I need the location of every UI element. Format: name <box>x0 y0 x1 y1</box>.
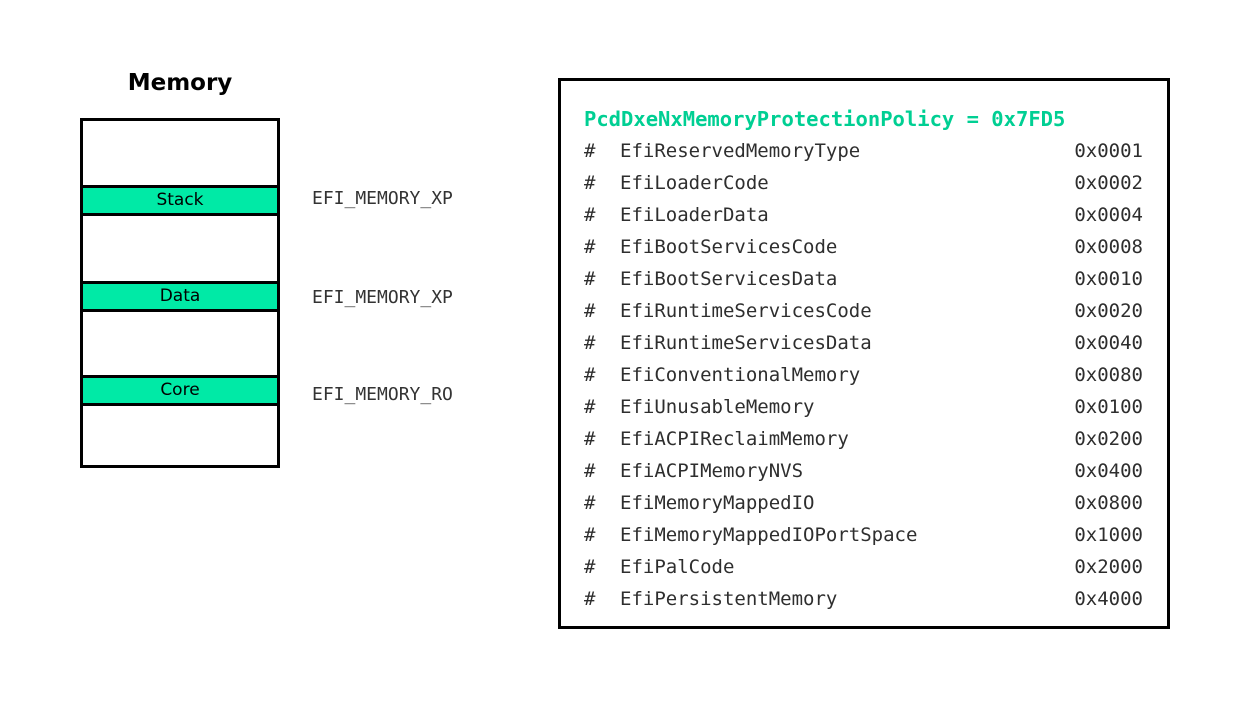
pcd-entry-name: EfiMemoryMappedIOPortSpace <box>620 524 918 546</box>
comment-marker: # <box>584 300 596 322</box>
memory-row-label: Core <box>160 380 200 400</box>
pcd-entry-row: # EfiMemoryMappedIOPortSpace 0x1000 <box>584 519 1143 551</box>
memory-row-empty <box>83 312 277 375</box>
memory-attribute-label: EFI_MEMORY_XP <box>312 188 453 209</box>
pcd-entry-name: EfiBootServicesData <box>620 268 838 290</box>
pcd-entry-name: EfiRuntimeServicesCode <box>620 300 872 322</box>
pcd-entry-row: # EfiACPIMemoryNVS 0x0400 <box>584 455 1143 487</box>
pcd-entry-value: 0x0001 <box>1074 140 1143 162</box>
pcd-entry-row: # EfiConventionalMemory 0x0080 <box>584 359 1143 391</box>
pcd-entry-row: # EfiACPIReclaimMemory 0x0200 <box>584 423 1143 455</box>
pcd-entry-name: EfiACPIMemoryNVS <box>620 460 804 482</box>
pcd-entry-value: 0x0010 <box>1074 268 1143 290</box>
pcd-entry-name: EfiMemoryMappedIO <box>620 492 815 514</box>
pcd-entry-name: EfiBootServicesCode <box>620 236 838 258</box>
pcd-entry-value: 0x0080 <box>1074 364 1143 386</box>
comment-marker: # <box>584 268 596 290</box>
memory-attribute-label: EFI_MEMORY_RO <box>312 384 453 405</box>
pcd-entry-value: 0x4000 <box>1074 588 1143 610</box>
pcd-policy-content: PcdDxeNxMemoryProtectionPolicy = 0x7FD5 … <box>584 103 1143 615</box>
pcd-policy-panel: PcdDxeNxMemoryProtectionPolicy = 0x7FD5 … <box>558 78 1170 629</box>
comment-marker: # <box>584 524 596 546</box>
comment-marker: # <box>584 204 596 226</box>
comment-marker: # <box>584 588 596 610</box>
pcd-entry-value: 0x0004 <box>1074 204 1143 226</box>
memory-row-data: Data <box>83 281 277 312</box>
pcd-entry-value: 0x0008 <box>1074 236 1143 258</box>
pcd-entry-value: 0x0100 <box>1074 396 1143 418</box>
comment-marker: # <box>584 556 596 578</box>
pcd-entry-name: EfiUnusableMemory <box>620 396 815 418</box>
pcd-entry-row: # EfiBootServicesData 0x0010 <box>584 263 1143 295</box>
pcd-entry-name: EfiReservedMemoryType <box>620 140 861 162</box>
pcd-entry-row: # EfiBootServicesCode 0x0008 <box>584 231 1143 263</box>
pcd-entry-name: EfiConventionalMemory <box>620 364 861 386</box>
pcd-entry-value: 0x0200 <box>1074 428 1143 450</box>
pcd-entry-name: EfiACPIReclaimMemory <box>620 428 849 450</box>
memory-row-label: Data <box>159 286 201 306</box>
comment-marker: # <box>584 172 596 194</box>
pcd-entry-row: # EfiPersistentMemory 0x4000 <box>584 583 1143 615</box>
pcd-entry-value: 0x0020 <box>1074 300 1143 322</box>
pcd-entry-value: 0x0400 <box>1074 460 1143 482</box>
page-title: Memory <box>127 70 233 96</box>
memory-row-label: Stack <box>156 190 204 210</box>
comment-marker: # <box>584 460 596 482</box>
pcd-entry-value: 0x1000 <box>1074 524 1143 546</box>
pcd-entry-name: EfiPersistentMemory <box>620 588 838 610</box>
pcd-entry-row: # EfiUnusableMemory 0x0100 <box>584 391 1143 423</box>
comment-marker: # <box>584 492 596 514</box>
pcd-entry-row: # EfiPalCode 0x2000 <box>584 551 1143 583</box>
pcd-entry-row: # EfiLoaderData 0x0004 <box>584 199 1143 231</box>
pcd-entry-name: EfiRuntimeServicesData <box>620 332 872 354</box>
pcd-entry-name: EfiLoaderData <box>620 204 769 226</box>
comment-marker: # <box>584 332 596 354</box>
pcd-entry-list: # EfiReservedMemoryType 0x0001 # EfiLoaderCo… <box>584 135 1143 615</box>
pcd-entry-row: # EfiRuntimeServicesCode 0x0020 <box>584 295 1143 327</box>
pcd-entry-value: 0x2000 <box>1074 556 1143 578</box>
pcd-entry-row: # EfiMemoryMappedIO 0x0800 <box>584 487 1143 519</box>
pcd-entry-row: # EfiRuntimeServicesData 0x0040 <box>584 327 1143 359</box>
pcd-entry-name: EfiPalCode <box>620 556 735 578</box>
pcd-entry-value: 0x0800 <box>1074 492 1143 514</box>
memory-row-stack: Stack <box>83 185 277 216</box>
pcd-entry-value: 0x0002 <box>1074 172 1143 194</box>
memory-row-empty <box>83 121 277 185</box>
comment-marker: # <box>584 140 596 162</box>
pcd-entry-row: # EfiReservedMemoryType 0x0001 <box>584 135 1143 167</box>
pcd-entry-name: EfiLoaderCode <box>620 172 769 194</box>
comment-marker: # <box>584 428 596 450</box>
pcd-policy-header: PcdDxeNxMemoryProtectionPolicy = 0x7FD5 <box>584 107 1066 131</box>
comment-marker: # <box>584 396 596 418</box>
memory-row-empty <box>83 216 277 281</box>
comment-marker: # <box>584 236 596 258</box>
comment-marker: # <box>584 364 596 386</box>
pcd-entry-row: # EfiLoaderCode 0x0002 <box>584 167 1143 199</box>
memory-row-empty <box>83 406 277 465</box>
memory-row-core: Core <box>83 375 277 406</box>
memory-attribute-label: EFI_MEMORY_XP <box>312 287 453 308</box>
pcd-entry-value: 0x0040 <box>1074 332 1143 354</box>
